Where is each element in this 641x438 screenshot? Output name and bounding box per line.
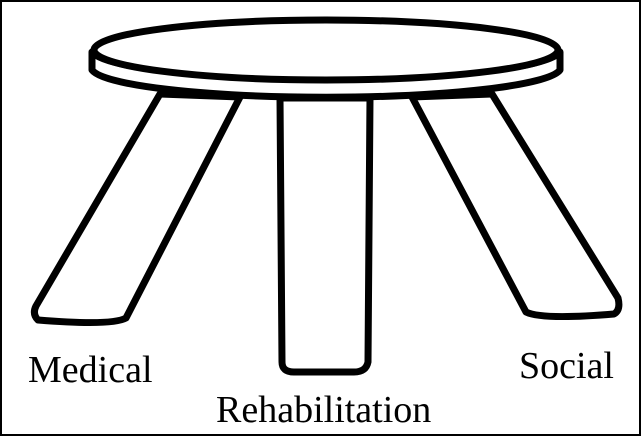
stool-leg-center — [280, 98, 370, 372]
stool-seat-top — [94, 20, 558, 80]
stool-leg-right — [412, 94, 619, 317]
stool-leg-left — [34, 94, 240, 323]
label-social: Social — [519, 346, 614, 386]
label-rehabilitation: Rehabilitation — [216, 390, 431, 430]
label-medical: Medical — [28, 350, 153, 390]
